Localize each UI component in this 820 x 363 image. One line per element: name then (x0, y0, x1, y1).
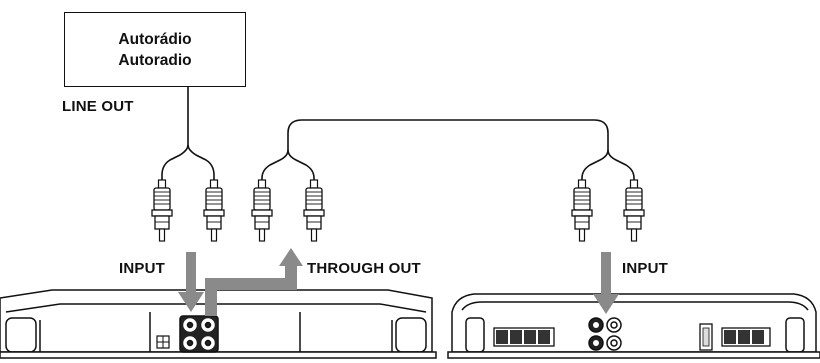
head-unit-title-line1: Autorádio (118, 30, 192, 48)
through-out-label: THROUGH OUT (307, 260, 421, 277)
rca-plug-icon (303, 179, 325, 242)
head-unit-title-line2: Autoradio (118, 51, 192, 69)
line-out-label: LINE OUT (62, 98, 134, 115)
left-amplifier (0, 289, 437, 359)
right-amplifier (447, 293, 820, 359)
rca-plug-icon (571, 179, 593, 242)
rca-plug-icon (623, 179, 645, 242)
signal-arrows (178, 248, 619, 316)
head-unit-box: Autorádio Autoradio (64, 12, 246, 87)
rca-plug-icon (151, 179, 173, 242)
input-left-label: INPUT (119, 260, 165, 277)
rca-plug-icon (203, 179, 225, 242)
input-right-label: INPUT (622, 260, 668, 277)
line-out-cable (161, 87, 215, 180)
rca-plug-icon (251, 179, 273, 242)
through-cable (261, 119, 635, 180)
